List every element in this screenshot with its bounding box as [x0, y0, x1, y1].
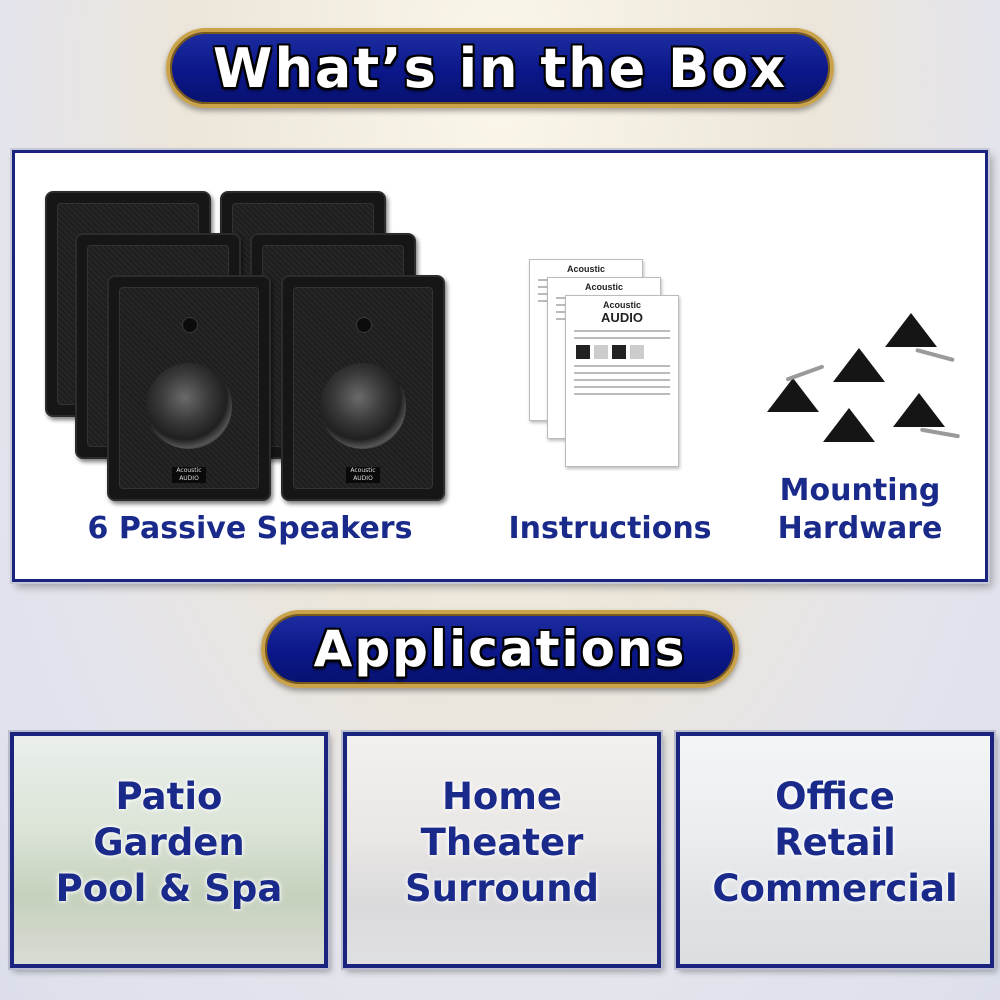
banner-title: What’s in the Box	[212, 36, 788, 100]
instructions-caption: Instructions	[508, 511, 712, 546]
hardware-caption-line2: Hardware	[777, 511, 943, 546]
doc-header: Acoustic	[566, 264, 605, 274]
instruction-sheet: Acoustic AUDIO	[565, 295, 679, 467]
whats-in-the-box-banner: What’s in the Box	[166, 28, 834, 108]
doc-header: Acoustic	[584, 282, 623, 292]
box-contents-panel: Acoustic AUDIO Acoustic AUDIO 6 Passive …	[12, 150, 988, 582]
tile-line: Theater	[420, 821, 584, 864]
applications-title: Applications	[313, 620, 687, 678]
doc-brand: AUDIO	[601, 310, 643, 325]
speaker-image: Acoustic AUDIO	[281, 275, 445, 501]
tile-line: Patio	[115, 775, 223, 818]
application-tile-office: Office Retail Commercial	[676, 732, 994, 968]
doc-header: Acoustic	[602, 300, 641, 310]
tile-line: Garden	[93, 821, 245, 864]
applications-banner: Applications	[261, 610, 739, 688]
speaker-logo: Acoustic AUDIO	[346, 467, 380, 483]
application-tile-home: Home Theater Surround	[343, 732, 661, 968]
tile-line: Office	[775, 775, 895, 818]
speakers-caption: 6 Passive Speakers	[87, 511, 413, 546]
hardware-caption-line1: Mounting	[779, 473, 941, 508]
tile-line: Commercial	[712, 867, 958, 910]
application-tile-patio: Patio Garden Pool & Spa	[10, 732, 328, 968]
speaker-image: Acoustic AUDIO	[107, 275, 271, 501]
speaker-logo: Acoustic AUDIO	[172, 467, 206, 483]
tile-line: Home	[441, 775, 563, 818]
tile-line: Retail	[774, 821, 896, 864]
tile-line: Surround	[404, 867, 600, 910]
tile-line: Pool & Spa	[55, 867, 283, 910]
